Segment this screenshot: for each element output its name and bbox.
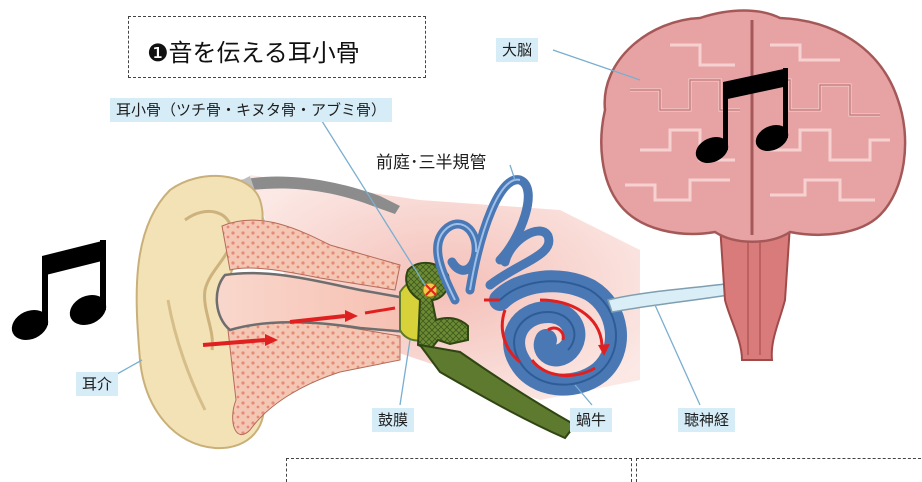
dashed-box-bottom-right xyxy=(636,458,922,482)
label-vestibule: 前庭･三半規管 xyxy=(376,148,487,173)
label-auditory-nerve: 聴神経 xyxy=(678,408,735,432)
label-pinna: 耳介 xyxy=(76,372,118,396)
dashed-box-bottom-left xyxy=(286,458,632,482)
label-ossicles: 耳小骨（ツチ骨・キヌタ骨・アブミ骨） xyxy=(110,98,392,122)
label-brain: 大脳 xyxy=(496,38,538,62)
music-note-icon-left xyxy=(7,240,111,346)
brain-stem xyxy=(720,225,790,360)
label-cochlea: 蝸牛 xyxy=(570,408,612,432)
diagram-title: ❶音を伝える耳小骨 xyxy=(147,33,360,68)
label-eardrum: 鼓膜 xyxy=(372,408,414,432)
title-box: ❶音を伝える耳小骨 xyxy=(128,16,426,78)
